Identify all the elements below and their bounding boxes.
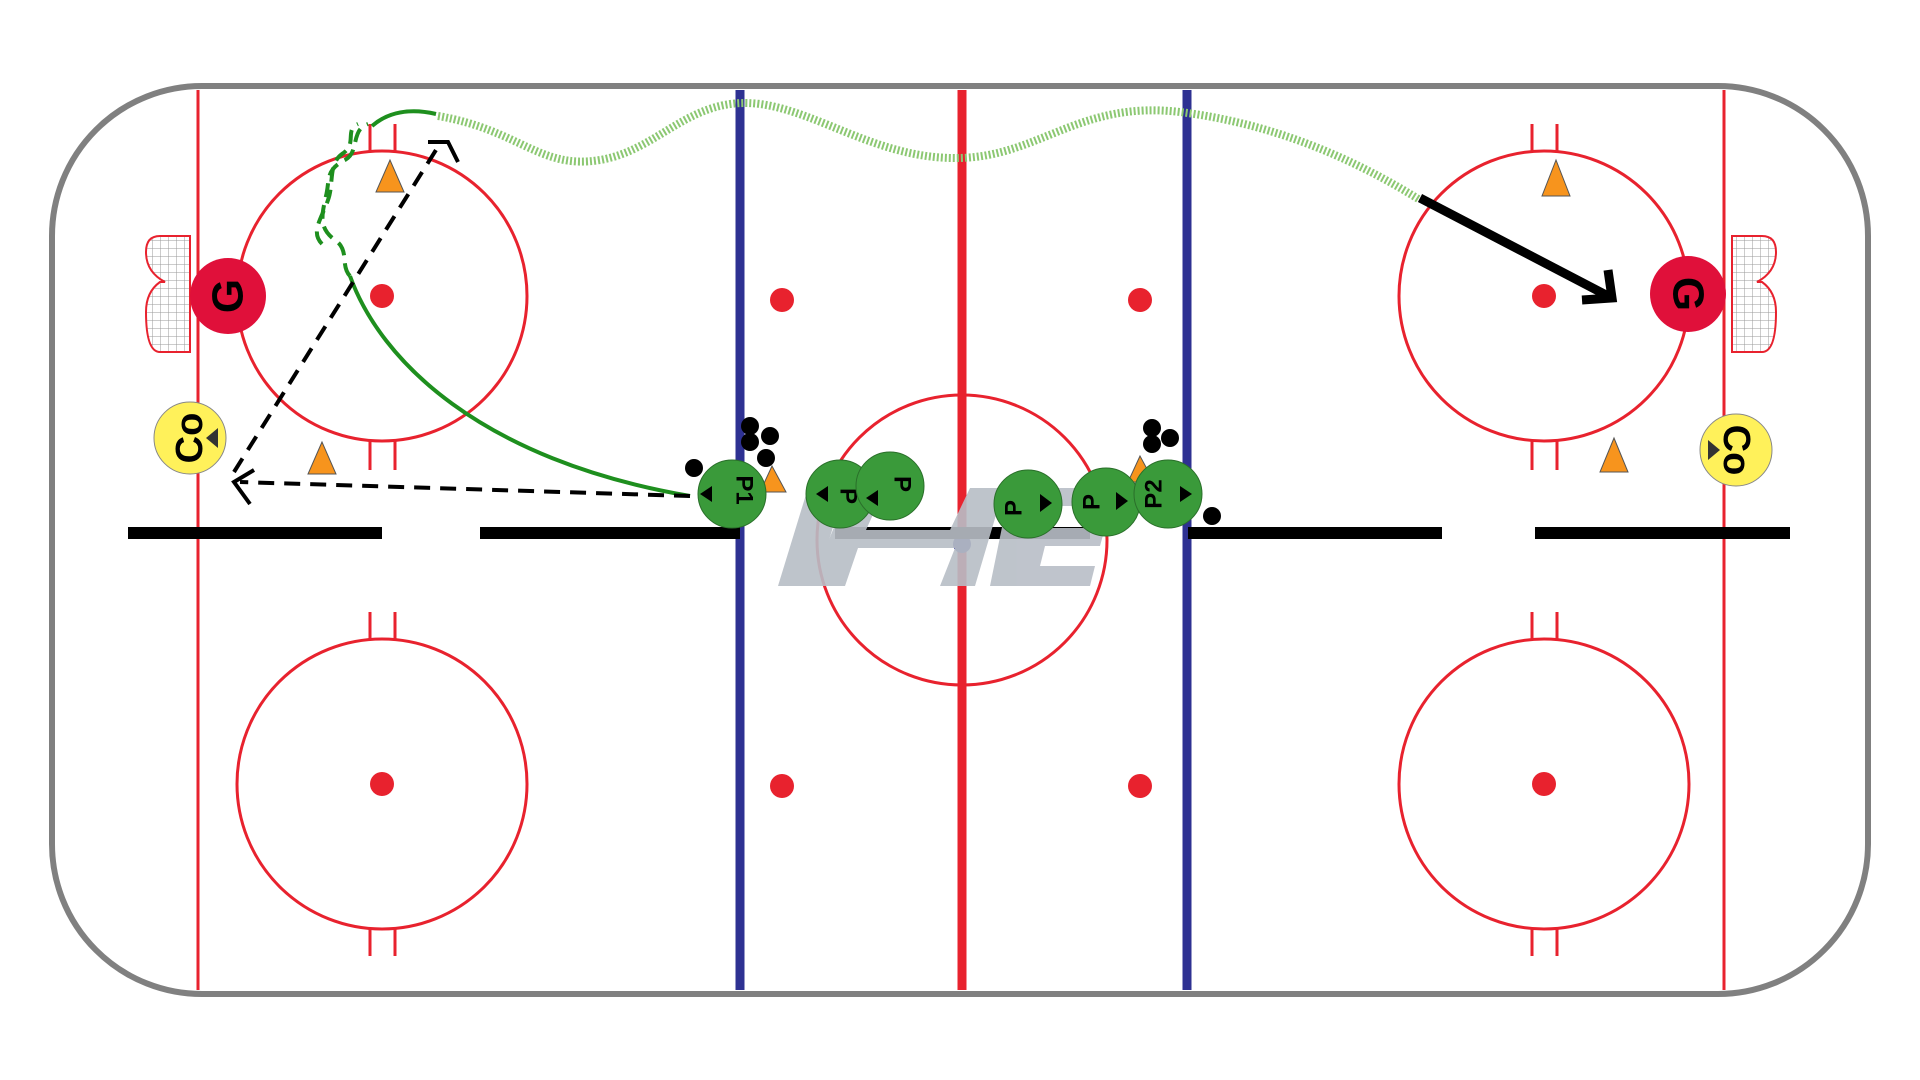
pass-arrowhead	[428, 140, 460, 163]
cone-icon	[307, 440, 337, 475]
goalie-label: G	[1664, 277, 1713, 311]
player-label: P	[835, 488, 862, 504]
goalie-right: G	[1650, 256, 1726, 332]
coach-left: Co	[153, 401, 227, 475]
pass-line	[232, 148, 438, 474]
cone-icon	[375, 158, 405, 193]
pass-line	[239, 480, 691, 498]
player-generic: P	[993, 469, 1063, 539]
player-label: P	[889, 476, 916, 492]
player-generic: P	[1071, 467, 1141, 537]
hash-marks	[368, 124, 1559, 956]
direction-arrow-icon	[1708, 440, 1720, 460]
coach-label: Co	[1715, 425, 1757, 476]
cone-icon	[1599, 436, 1629, 473]
net-icon	[144, 235, 191, 353]
faceoff-dots	[370, 284, 1556, 798]
puck-icon	[1143, 435, 1161, 453]
puck-icon	[757, 449, 775, 467]
puck-icon	[1203, 507, 1221, 525]
player-generic: P	[855, 451, 925, 521]
puck-icon	[1161, 429, 1179, 447]
coach-label: Co	[169, 413, 211, 464]
shot-arrowhead	[1581, 269, 1618, 305]
puck-icon	[741, 433, 759, 451]
skate-path-curl	[370, 109, 437, 128]
goalie-label: G	[204, 279, 253, 313]
player-label: P2	[1141, 479, 1168, 508]
direction-arrow-icon	[206, 428, 218, 448]
direction-arrow-icon	[816, 486, 828, 502]
direction-arrow-icon	[866, 490, 878, 506]
player-p2: P2	[1133, 459, 1203, 529]
shot-line	[1417, 194, 1611, 300]
player-label: P1	[731, 475, 758, 504]
puck-icon	[1143, 419, 1161, 437]
direction-arrow-icon	[1040, 494, 1052, 512]
puck-icon	[741, 417, 759, 435]
player-label: P	[1079, 494, 1106, 510]
net-icon	[1731, 235, 1778, 353]
puck-icon	[685, 459, 703, 477]
skate-path-dashed	[320, 122, 369, 278]
pass-arrowhead	[231, 468, 256, 506]
direction-arrow-icon	[1180, 486, 1192, 502]
cone-icon	[759, 464, 787, 493]
pucks	[685, 417, 1221, 525]
player-p1: P1	[697, 459, 767, 529]
skate-path-dashed	[315, 122, 360, 246]
player-label: P	[1001, 500, 1028, 516]
direction-arrow-icon	[700, 486, 712, 502]
direction-arrow-icon	[1116, 492, 1128, 510]
carry-path	[437, 99, 1423, 204]
goalie-left: G	[190, 258, 266, 334]
coach-right: Co	[1699, 413, 1773, 487]
puck-icon	[761, 427, 779, 445]
skate-path-solid	[348, 275, 691, 498]
cone-icon	[1541, 158, 1571, 197]
